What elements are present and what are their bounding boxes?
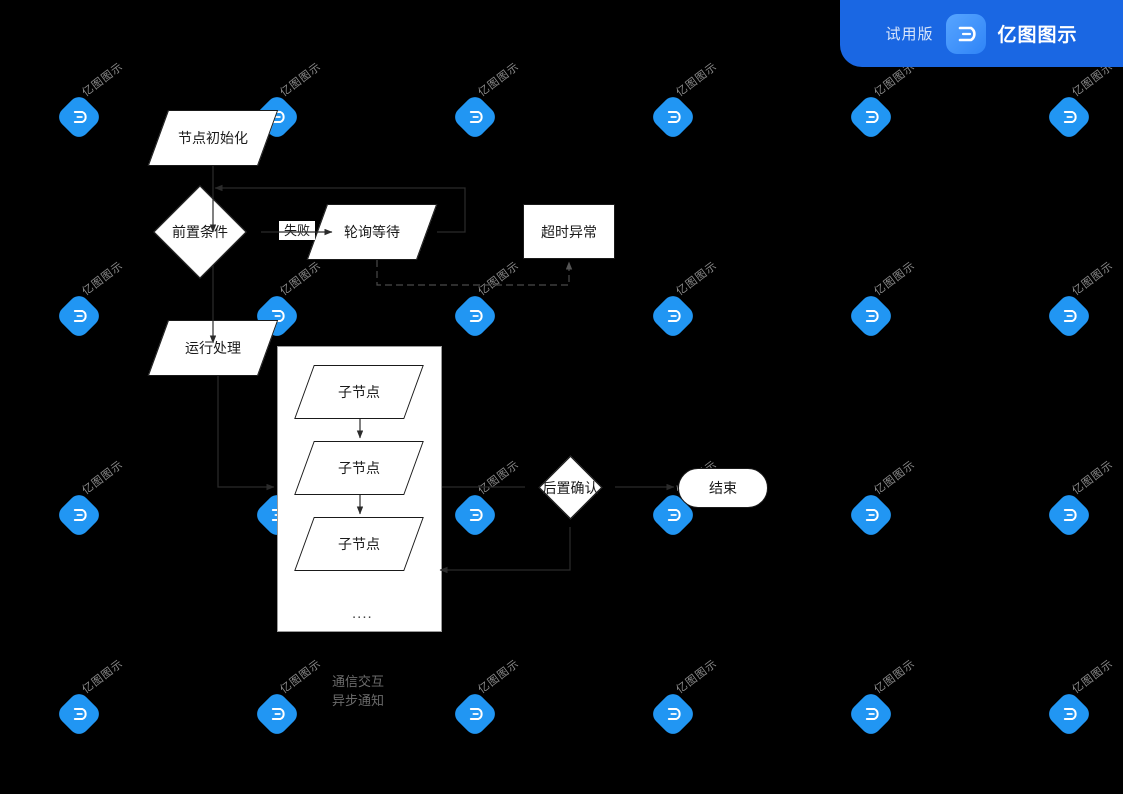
trial-label: 试用版 [885,26,934,43]
edge-postconf-loopback [439,527,571,574]
edge-run-to-container [217,376,275,491]
note-async: 异步通知 [332,693,385,708]
edge-label-fail: 失败 [279,221,316,240]
trial-version-badge[interactable]: 试用版 亿图图示 [840,0,1123,67]
edge-poll-loopback [214,184,466,233]
note-communication: 通信交互 [332,674,385,689]
edraw-logo-icon [945,13,986,54]
brand-label: 亿图图示 [997,25,1078,46]
edge-poll-to-timeout [376,260,573,286]
subnode-ellipsis: .... [352,605,373,622]
